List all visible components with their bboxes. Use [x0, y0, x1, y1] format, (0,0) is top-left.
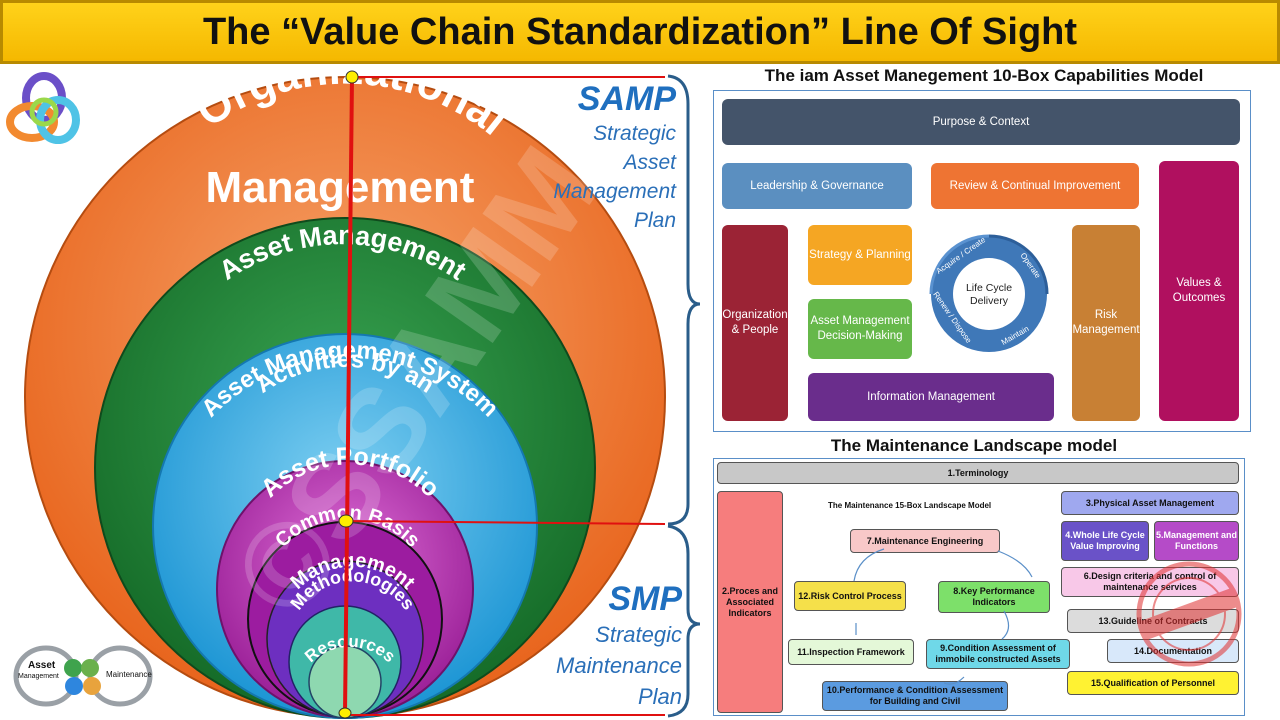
- m-box-12: 12.Risk Control Process: [794, 581, 906, 611]
- model10-panel: Purpose & Context Leadership & Governanc…: [713, 90, 1251, 432]
- lifecycle-label: Life Cycle Delivery: [965, 282, 1013, 307]
- model10-title: The iam Asset Manegement 10-Box Capabili…: [764, 66, 1204, 85]
- logo-asset-text: Asset: [28, 660, 56, 671]
- samp-connector-bottom: [344, 520, 666, 525]
- logo-maintenance-text: Maintenance: [106, 670, 152, 679]
- m-box-14: 14.Documentation: [1107, 639, 1239, 663]
- samp-line-1: Strategic: [593, 122, 676, 145]
- smp-heading: SMP: [608, 580, 682, 618]
- logo-management-text: Management: [18, 673, 59, 680]
- model15-inner-title: The Maintenance 15-Box Landscape Model: [828, 501, 992, 510]
- box-values: Values & Outcomes: [1159, 161, 1239, 421]
- mid-marker: [338, 514, 354, 528]
- page-title: The “Value Chain Standardization” Line O…: [202, 10, 1078, 53]
- smp-block: SMP Strategic Maintenance Plan: [520, 580, 682, 712]
- m-box-9: 9.Condition Assessment of immobile const…: [926, 639, 1070, 669]
- nested-circles-diagram: ©SSAMM Organizational Management Asset M…: [24, 64, 700, 719]
- box-leadership: Leadership & Governance: [722, 163, 912, 209]
- samp-line-3: Management: [553, 180, 676, 203]
- protected-stamp-icon: [1136, 561, 1242, 667]
- organizational-label-2: Management: [206, 163, 475, 212]
- m-box-3: 3.Physical Asset Management: [1061, 491, 1239, 515]
- m-box-8: 8.Key Performance Indicators: [938, 581, 1050, 613]
- samp-block: SAMP Strategic Asset Management Plan: [520, 80, 676, 235]
- lifecycle-ring: [929, 234, 1049, 352]
- smp-line-2: Maintenance: [556, 653, 682, 678]
- bottom-logo-rings: [13, 645, 153, 707]
- samp-heading: SAMP: [577, 80, 676, 118]
- box-organization: Organization & People: [722, 225, 788, 421]
- m-box-6: 6.Design criteria and control of mainten…: [1061, 567, 1239, 597]
- box-information: Information Management: [808, 373, 1054, 421]
- m-box-15: 15.Qualification of Personnel: [1067, 671, 1239, 695]
- samp-brace: [667, 74, 700, 526]
- box-purpose: Purpose & Context: [722, 99, 1240, 145]
- ring-logo: [6, 72, 80, 144]
- smp-line-3: Plan: [637, 684, 682, 709]
- cycle-arrows: [853, 548, 1033, 685]
- top-marker: [345, 70, 359, 84]
- bottom-logo: Asset Management Maintenance: [8, 640, 158, 710]
- m-box-2: 2.Proces and Associated Indicators: [717, 491, 783, 713]
- title-bar: The “Value Chain Standardization” Line O…: [0, 0, 1280, 64]
- model15-panel: 1.Terminology 2.Proces and Associated In…: [713, 458, 1245, 716]
- smp-line-1: Strategic: [595, 622, 682, 647]
- line-of-sight: [343, 76, 354, 714]
- box-risk: Risk Management: [1072, 225, 1140, 421]
- box-strategy: Strategy & Planning: [808, 225, 912, 285]
- m-box-5: 5.Management and Functions: [1154, 521, 1239, 561]
- model15-title: The Maintenance Landscape model: [830, 436, 1118, 455]
- bottom-marker: [338, 707, 352, 719]
- box-review: Review & Continual Improvement: [931, 163, 1139, 209]
- m-box-11: 11.Inspection Framework: [788, 639, 914, 665]
- m-box-10: 10.Performance & Condition Assessment fo…: [822, 681, 1008, 711]
- box-decision: Asset Management Decision-Making: [808, 299, 912, 359]
- m-box-1: 1.Terminology: [717, 462, 1239, 484]
- m-box-7: 7.Maintenance Engineering: [850, 529, 1000, 553]
- smp-brace: [667, 524, 700, 718]
- samp-line-4: Plan: [633, 209, 676, 232]
- samp-line-2: Asset: [623, 151, 676, 174]
- m-box-4: 4.Whole Life Cycle Value Improving: [1061, 521, 1149, 561]
